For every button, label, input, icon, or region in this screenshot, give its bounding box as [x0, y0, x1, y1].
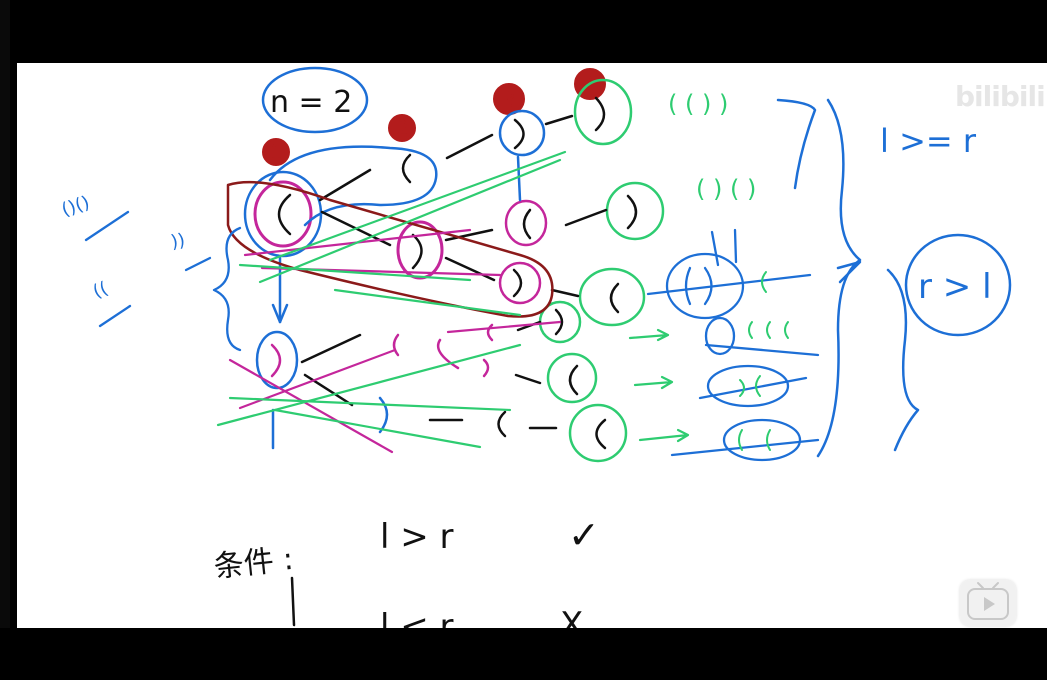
- right-condition-1: l >= r: [880, 122, 977, 160]
- step-1: 1: [270, 140, 283, 164]
- play-button[interactable]: [960, 580, 1016, 626]
- play-icon: [967, 582, 1009, 620]
- letterbox-bottom: [0, 628, 1047, 680]
- letterbox-top: [0, 0, 1047, 63]
- whiteboard-frame: n = 2 1 2 3 4: [17, 63, 1047, 628]
- left-note-2: ((: [90, 278, 111, 303]
- step-3: 3: [503, 88, 516, 112]
- result-1: ( ( ) ): [668, 90, 728, 118]
- n-label-circle: [261, 66, 369, 134]
- right-condition-2: r > l: [918, 267, 992, 307]
- condition-1-mark: ✓: [568, 513, 600, 557]
- left-note-3: )): [169, 230, 186, 253]
- condition-1: l > r: [380, 517, 454, 557]
- left-notes: ()() (( )): [59, 192, 187, 303]
- whiteboard-drawing: n = 2 1 2 3 4: [59, 66, 1012, 628]
- bilibili-watermark: bilibili: [955, 80, 1046, 113]
- condition-2-mark: X: [560, 605, 583, 628]
- condition-label: 条件 :: [212, 542, 295, 585]
- condition-2: l < r: [380, 607, 454, 628]
- n-label: n = 2: [270, 85, 352, 120]
- result-column: ( ( ) ) ( ) ( ): [668, 90, 756, 203]
- left-note-1: ()(): [59, 192, 92, 221]
- step-2: 2: [396, 116, 409, 140]
- letterbox-left: [0, 0, 10, 680]
- result-2: ( ) ( ): [696, 175, 756, 203]
